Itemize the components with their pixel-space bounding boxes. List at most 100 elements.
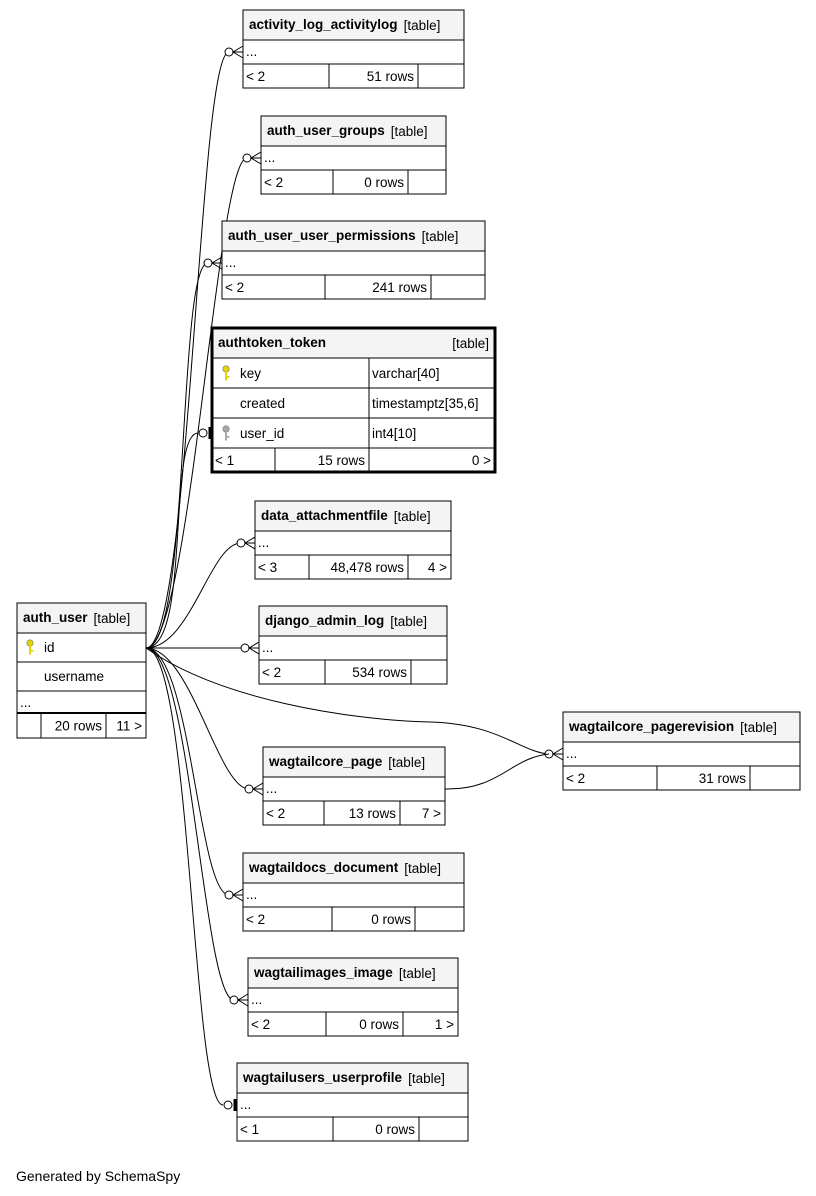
children-count: 0 > [472,453,491,468]
ellipsis-row: ... [20,695,31,710]
one-marker [198,427,212,439]
children-count: 11 > [116,719,142,734]
table-border [258,605,448,685]
table-stats-row: 20 rows 11 > [40,713,142,738]
table-border [221,220,486,300]
edge-auth_user-to-activity_log_activitylog [145,51,230,649]
primary-key-icon [26,639,34,655]
table-name: wagtailimages_image [253,965,393,980]
table-header [255,501,451,531]
column-row-username[interactable]: username [17,669,146,692]
table-kind-label: [table] [94,611,131,626]
table-stats-row: < 2 534 rows [262,660,412,684]
optional-marker [242,153,252,163]
edge-auth_user-to-wagtaildocs_document [145,647,230,896]
table-border [262,746,446,826]
table-kind-label: [table] [422,229,459,244]
table-name: activity_log_activitylog [249,17,398,32]
table-border [242,9,465,89]
table-kind-label: [table] [404,861,441,876]
edge-auth_user-to-authtoken_token [145,432,199,649]
table-border [247,957,459,1037]
table-kind-label: [table] [452,336,489,351]
ellipsis-row: ... [246,887,257,902]
table-kind-label: [table] [388,755,425,770]
one-marker [223,1099,237,1111]
many-marker [203,256,223,270]
optional-marker [240,643,250,653]
edge-auth_user-to-wagtailusers_userprofile [145,647,224,1106]
table-header [222,221,485,251]
table-kind-label: [table] [390,614,427,629]
table-header [259,606,447,636]
ellipsis-row: ... [266,781,277,796]
edge-wagtailcore_page-to-wagtailcore_pagerevision [444,753,550,790]
children-count: 1 > [435,1017,454,1032]
optional-marker [198,428,208,438]
optional-marker [244,784,254,794]
column-type: int4[10] [372,426,416,441]
row-count: 13 rows [349,806,397,821]
table-header [17,603,146,633]
generated-by-label: Generated by SchemaSpy [16,1168,181,1184]
table-name: auth_user_groups [267,123,385,138]
optional-marker [224,890,234,900]
table-kind-label: [table] [408,1071,445,1086]
table-border [210,326,497,474]
ellipsis-row: ... [251,992,262,1007]
table-border [260,115,447,195]
many-marker [224,45,244,59]
column-name: username [44,669,104,684]
optional-marker [224,47,234,57]
table-name: django_admin_log [265,613,384,628]
ellipsis-row: ... [264,150,275,165]
many-marker [224,888,244,902]
parents-count: < 3 [258,560,277,575]
table-name: wagtailcore_pagerevision [568,719,734,734]
relationship-edges [145,45,564,1111]
optional-marker [223,1100,233,1110]
parents-count: < 2 [246,912,265,927]
many-marker [229,993,249,1007]
table-name: wagtailusers_userprofile [242,1070,403,1085]
table-header [243,853,464,883]
ellipsis-row: ... [240,1097,251,1112]
row-count: 20 rows [55,719,103,734]
table-header [243,10,464,40]
parents-count: < 2 [262,665,281,680]
table-kind-label: [table] [399,966,436,981]
column-name: created [240,396,285,411]
parents-count: < 2 [251,1017,270,1032]
table-border [562,711,801,791]
column-row-id[interactable]: id [17,639,146,663]
ellipsis-row: ... [246,44,257,59]
many-marker [242,151,262,165]
optional-marker [203,258,213,268]
foreign-key-icon [222,425,230,441]
column-name: key [240,366,261,381]
table-header [248,958,458,988]
table-name: auth_user_user_permissions [228,228,416,243]
table-name: data_attachmentfile [261,508,388,523]
row-count: 534 rows [352,665,407,680]
